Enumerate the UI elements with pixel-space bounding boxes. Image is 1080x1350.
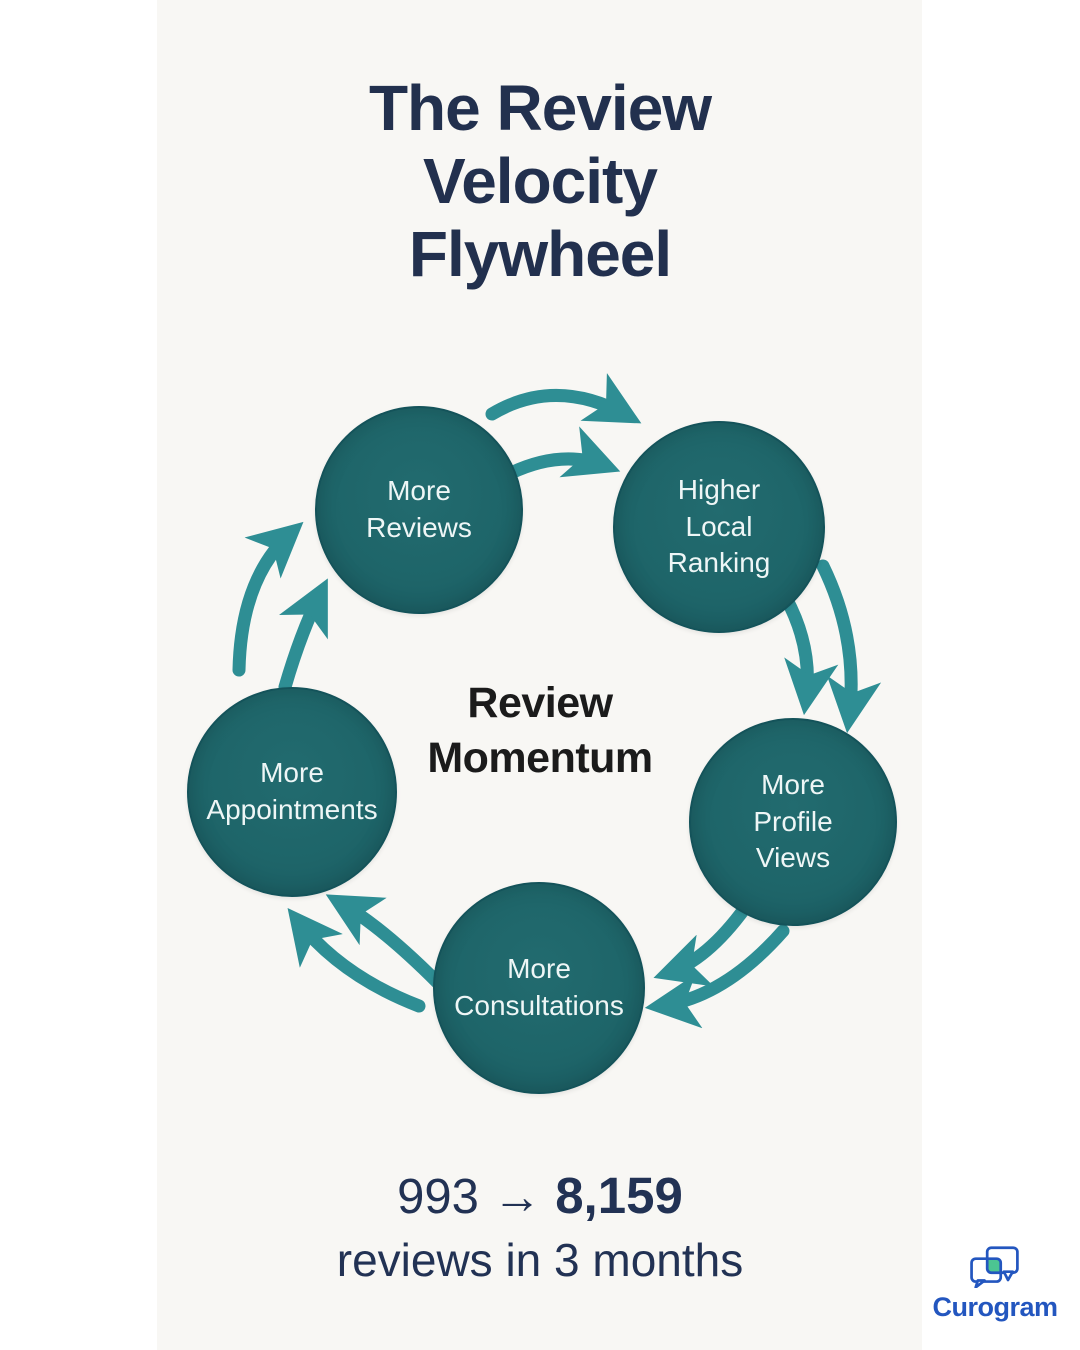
arrow-profile-to-consultations-inner-icon [653, 901, 752, 987]
arrow-reviews-to-ranking-outer-icon [485, 373, 642, 424]
stats-block: 993 → 8,159 reviews in 3 months [0, 1166, 1080, 1287]
arrow-appointments-to-reviews-inner-icon [278, 578, 328, 694]
stats-to: 8,159 [555, 1167, 683, 1224]
node-more-consultations: More Consultations [433, 882, 645, 1094]
node-higher-local-ranking: Higher Local Ranking [613, 421, 825, 633]
stats-numbers: 993 → 8,159 [0, 1166, 1080, 1225]
node-more-appointments: More Appointments [187, 687, 397, 897]
arrow-ranking-to-profile-outer-icon [816, 559, 882, 734]
node-more-profile-views: More Profile Views [689, 718, 897, 926]
arrow-ranking-to-profile-inner-icon [779, 591, 839, 716]
chat-bubbles-icon [970, 1246, 1019, 1288]
node-more-reviews: More Reviews [315, 406, 523, 614]
arrow-consultations-to-appointments-inner-icon [325, 894, 444, 989]
center-label: Review Momentum [427, 678, 653, 782]
page-title: The Review Velocity Flywheel [368, 72, 712, 290]
arrow-appointments-to-reviews-outer-icon [232, 521, 304, 677]
arrow-consultations-to-appointments-outer-icon [287, 907, 426, 1013]
logo-text: Curogram [932, 1292, 1058, 1322]
arrow-profile-to-consultations-outer-icon [644, 924, 790, 1029]
arrow-reviews-to-ranking-inner-icon [504, 426, 621, 480]
stats-caption: reviews in 3 months [336, 1234, 744, 1286]
curogram-logo: Curogram [930, 1246, 1060, 1323]
right-arrow-glyph: → [492, 1170, 542, 1224]
stats-from: 993 [397, 1170, 479, 1224]
